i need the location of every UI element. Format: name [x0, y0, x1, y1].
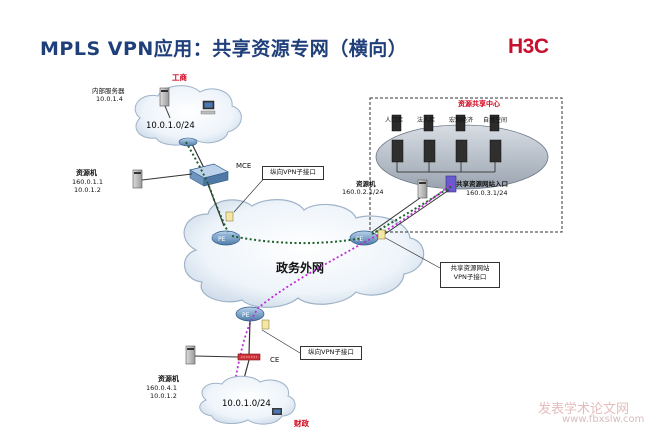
callout-share-vpn: 共享资源网站 VPN子接口	[440, 262, 500, 288]
share-site-label: 共享资源网站入口	[456, 179, 508, 188]
host3-ip1: 160.0.4.1	[146, 384, 177, 392]
net-bottom-label: 10.0.1.0/24	[222, 399, 271, 409]
mce-label: MCE	[236, 162, 251, 170]
brand-logo: H3C	[508, 35, 549, 58]
host2-ip: 160.0.2.1/24	[342, 188, 383, 196]
pe-router-left	[211, 230, 241, 246]
cloud-router-top	[178, 137, 198, 147]
host3-title: 资源机	[158, 374, 179, 383]
mce-switch	[189, 163, 229, 187]
pe-router-bottom	[235, 306, 265, 322]
share-site-ip: 160.0.3.1/24	[466, 189, 507, 197]
callout-top-vpn-text: 纵向VPN子接口	[270, 168, 316, 176]
cloud-caizheng	[199, 375, 296, 425]
callout-bottom-vpn: 纵向VPN子接口	[300, 346, 362, 360]
vpn-subif-marker-top	[225, 211, 234, 222]
db-nature: 自然空间	[483, 116, 507, 124]
resource-center	[369, 97, 563, 233]
internal-server	[159, 87, 170, 107]
cloud-zhengwu	[183, 199, 425, 308]
callout-share-vpn-line1: 共享资源网站	[450, 264, 490, 272]
center-title: 资源共享中心	[458, 99, 500, 108]
caizheng-label: 财政	[293, 418, 309, 428]
callout-bottom-vpn-text: 纵向VPN子接口	[308, 348, 354, 356]
cloud-gongshang	[134, 85, 242, 146]
pe-right-label: PE	[356, 236, 364, 243]
pe-bottom-label: PE	[242, 312, 250, 319]
callout-top-vpn: 纵向VPN子接口	[262, 166, 324, 180]
vpn-path-green-1	[185, 141, 229, 233]
watermark-line2: www.fbxslw.com	[562, 414, 645, 425]
page-title: MPLS VPN应用：共享资源专网（横向）	[40, 38, 408, 60]
gongshang-label: 工商	[172, 72, 187, 82]
vpn-path-green-2	[231, 235, 363, 245]
host2-title: 资源机	[356, 179, 376, 188]
vpn-path-green-3	[371, 185, 453, 235]
vpn-subif-marker-bottom	[261, 319, 270, 330]
db-person: 人口库	[385, 116, 403, 124]
pc-top	[200, 100, 216, 115]
host1-server	[132, 169, 143, 189]
host3-server	[185, 345, 196, 365]
host1-ip2: 10.0.1.2	[74, 186, 101, 194]
vpn-subif-marker-right	[377, 229, 386, 240]
net-top-label: 10.0.1.0/24	[146, 121, 195, 131]
host2-server	[417, 179, 428, 199]
host1-ip1: 160.0.1.1	[72, 178, 103, 186]
db-macro: 宏观经济	[449, 116, 473, 124]
watermark-line1: 发表学术论文网	[538, 402, 630, 417]
ce-label: CE	[270, 356, 279, 364]
host1-title: 资源机	[76, 168, 97, 177]
internal-server-label: 内部服务器	[92, 86, 125, 95]
internal-server-ip: 10.0.1.4	[96, 95, 123, 103]
db-legal: 法人库	[417, 116, 435, 124]
host3-ip2: 10.0.1.2	[150, 392, 177, 400]
pc-bottom	[272, 408, 282, 415]
cloud-label: 政务外网	[276, 260, 324, 275]
pe-left-label: PE	[218, 236, 226, 243]
ce-device	[237, 353, 261, 361]
callout-share-vpn-line2: VPN子接口	[453, 273, 487, 281]
